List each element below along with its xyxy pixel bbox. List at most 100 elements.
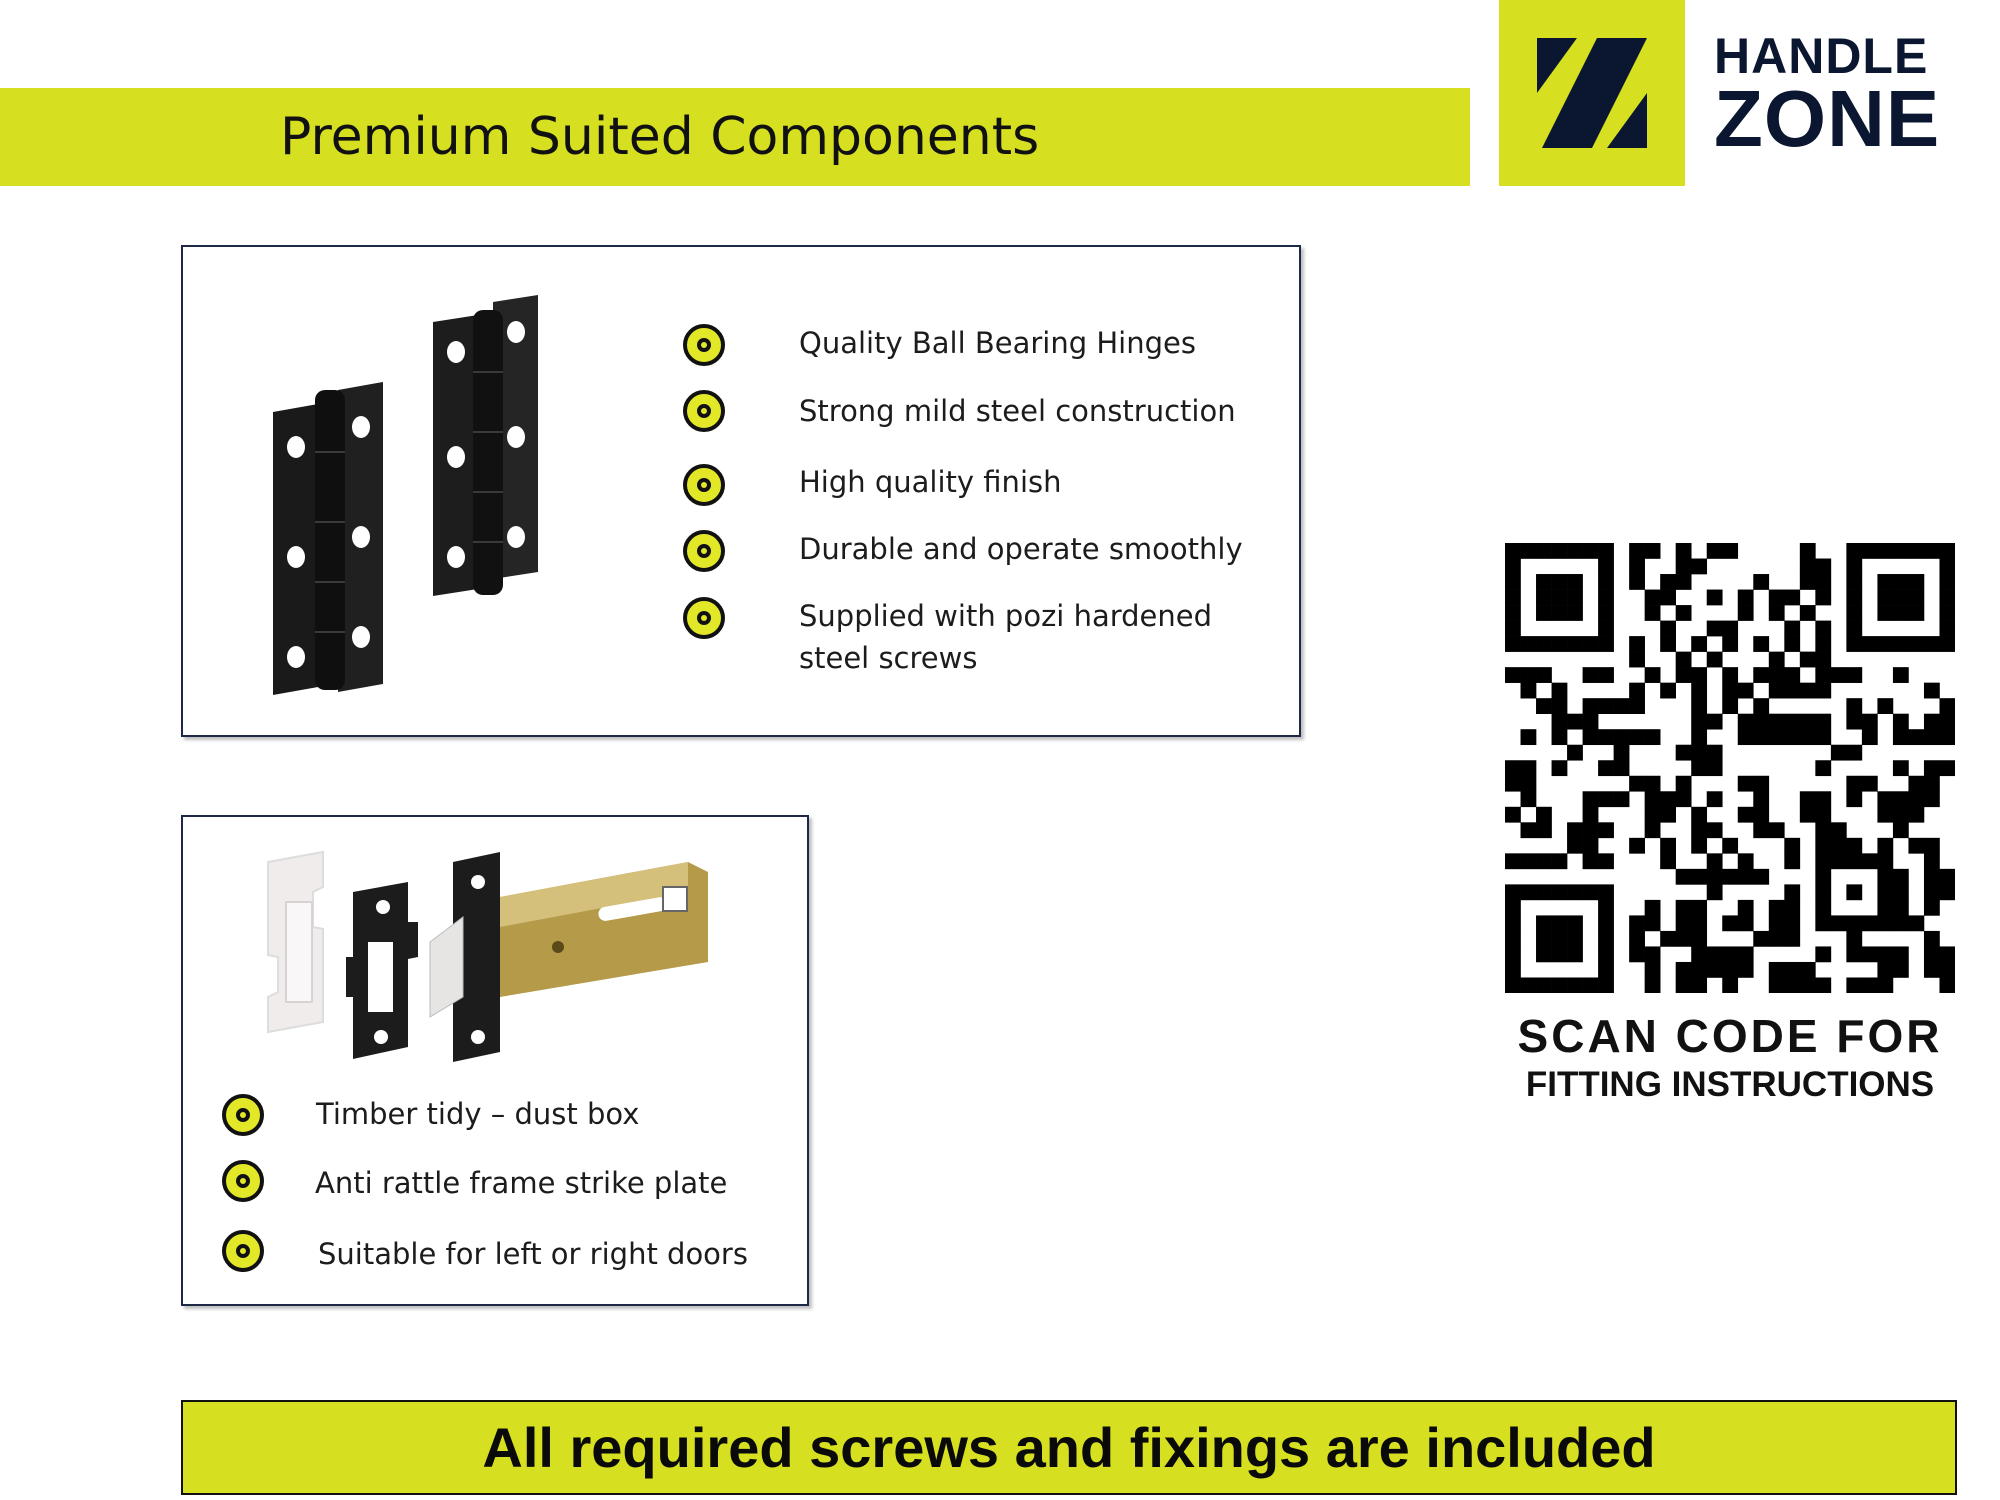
qr-module [1691,713,1708,730]
qr-module [1629,543,1645,559]
qr-module [1551,698,1568,714]
qr-module [1939,589,1955,606]
qr-module [1629,558,1645,575]
qr-module [1784,930,1801,947]
qr-module [1846,884,1863,901]
qr-module [1923,760,1940,777]
qr-module [1892,729,1909,746]
qr-module [1737,806,1754,823]
qr-module [1582,713,1599,730]
qr-module [1737,589,1754,606]
qr-module [1846,667,1863,683]
qr-module [1892,589,1909,606]
qr-module [1567,915,1583,932]
qr-module [1660,837,1676,854]
qr-module [1644,977,1661,993]
qr-module [1691,915,1708,932]
qr-module [1784,589,1801,606]
qr-module [1737,899,1754,916]
qr-module [1892,791,1909,808]
qr-module [1784,729,1801,746]
qr-module [1582,884,1599,901]
qr-module [1815,667,1832,683]
qr-module [1799,791,1816,808]
qr-module [1815,636,1832,652]
qr-module [1675,791,1692,808]
qr-module [1784,899,1801,916]
hinges-product-image [273,295,538,695]
qr-module [1846,915,1863,932]
feature-screws-cont: steel screws [799,641,978,675]
qr-module [1815,853,1832,870]
qr-module [1768,589,1785,606]
qr-module [1737,961,1754,978]
qr-module [1613,744,1630,761]
qr-module [1753,667,1770,683]
qr-module [1722,667,1739,683]
qr-module [1644,946,1661,963]
qr-module [1923,899,1940,916]
qr-module [1784,853,1801,870]
qr-module [1691,667,1708,683]
bullet-icon [683,390,725,432]
qr-module [1892,636,1909,652]
qr-module [1536,698,1552,714]
qr-module [1551,636,1568,652]
qr-module [1551,729,1568,746]
qr-module [1629,930,1645,947]
qr-module [1505,853,1521,870]
qr-module [1892,806,1909,823]
qr-module [1706,946,1723,963]
qr-module [1691,899,1708,916]
qr-module [1815,589,1832,606]
qr-module [1768,667,1785,683]
qr-module [1892,899,1909,916]
bullet-icon [683,597,725,639]
logo-line-zone: ZONE [1714,74,1941,163]
qr-module [1753,930,1770,947]
qr-module [1691,868,1708,885]
qr-module [1598,636,1614,652]
qr-module [1846,620,1863,637]
qr-module [1520,543,1537,559]
qr-module [1675,558,1692,575]
qr-module [1598,605,1614,621]
qr-module [1815,884,1832,901]
qr-module [1644,543,1661,559]
qr-module [1892,760,1909,777]
qr-module [1706,853,1723,870]
qr-module [1908,915,1925,932]
qr-module [1815,620,1832,637]
qr-module [1923,930,1940,947]
qr-module [1675,651,1692,668]
qr-module [1505,636,1521,652]
qr-module [1536,915,1552,932]
qr-module [1861,853,1878,870]
qr-module [1660,791,1676,808]
qr-module [1567,574,1583,590]
qr-module [1629,729,1645,746]
qr-module [1706,760,1723,777]
bullet-icon [222,1230,264,1272]
qr-module [1598,946,1614,963]
qr-module [1536,667,1552,683]
qr-module [1567,744,1583,761]
qr-module [1908,543,1925,559]
qr-module [1877,884,1894,901]
qr-module [1644,605,1661,621]
qr-module [1908,791,1925,808]
qr-module [1799,574,1816,590]
bullet-icon [683,464,725,506]
qr-module [1722,636,1739,652]
qr-module [1830,915,1847,932]
feature-strike-plate: Anti rattle frame strike plate [315,1166,728,1200]
qr-module [1784,977,1801,993]
hinges-panel: Quality Ball Bearing Hinges Strong mild … [181,245,1301,737]
qr-caption-scan: SCAN CODE FOR [1517,1010,1943,1062]
qr-module [1598,961,1614,978]
qr-module [1753,775,1770,792]
qr-module [1753,868,1770,885]
qr-module [1815,822,1832,839]
qr-module [1892,574,1909,590]
qr-module [1846,589,1863,606]
